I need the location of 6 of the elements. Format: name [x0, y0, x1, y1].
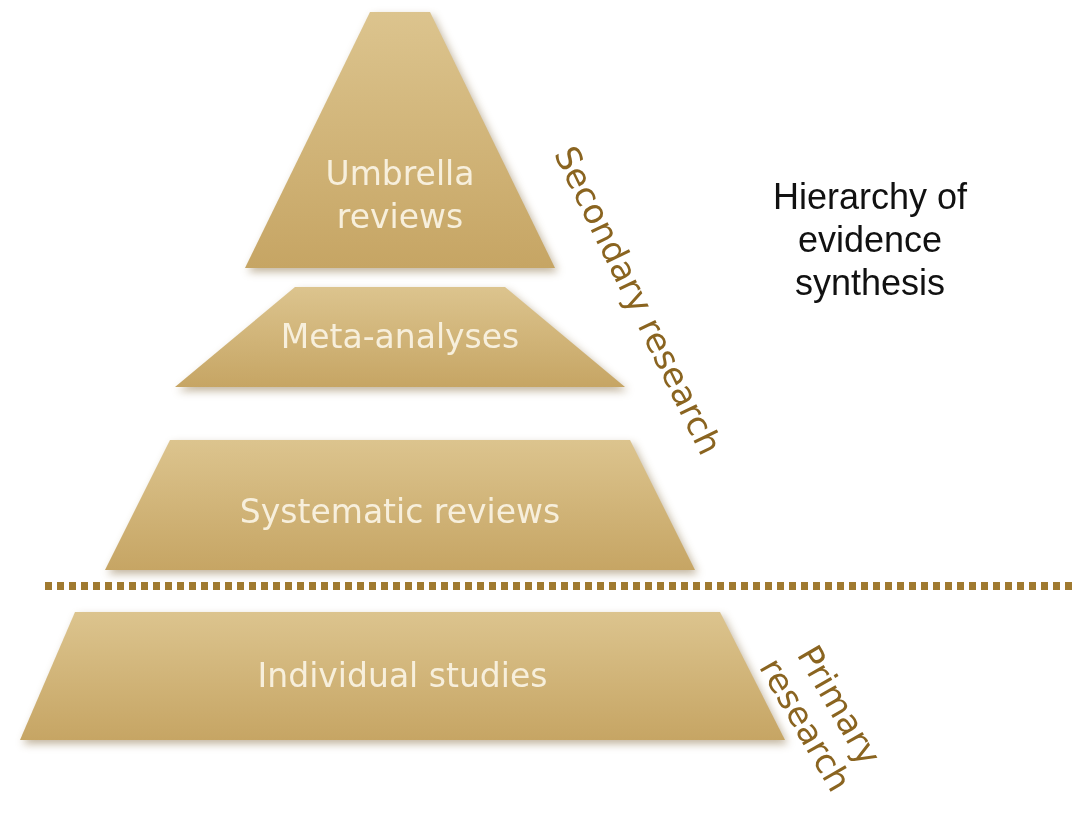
heading: Hierarchy of evidence synthesis	[771, 175, 969, 305]
tier-label: Umbrella reviews	[324, 153, 476, 239]
tier-label: Meta-analyses	[280, 315, 520, 358]
pyramid-tier	[245, 12, 555, 268]
tier-label: Systematic reviews	[239, 490, 561, 533]
tier-label: Individual studies	[257, 654, 548, 697]
